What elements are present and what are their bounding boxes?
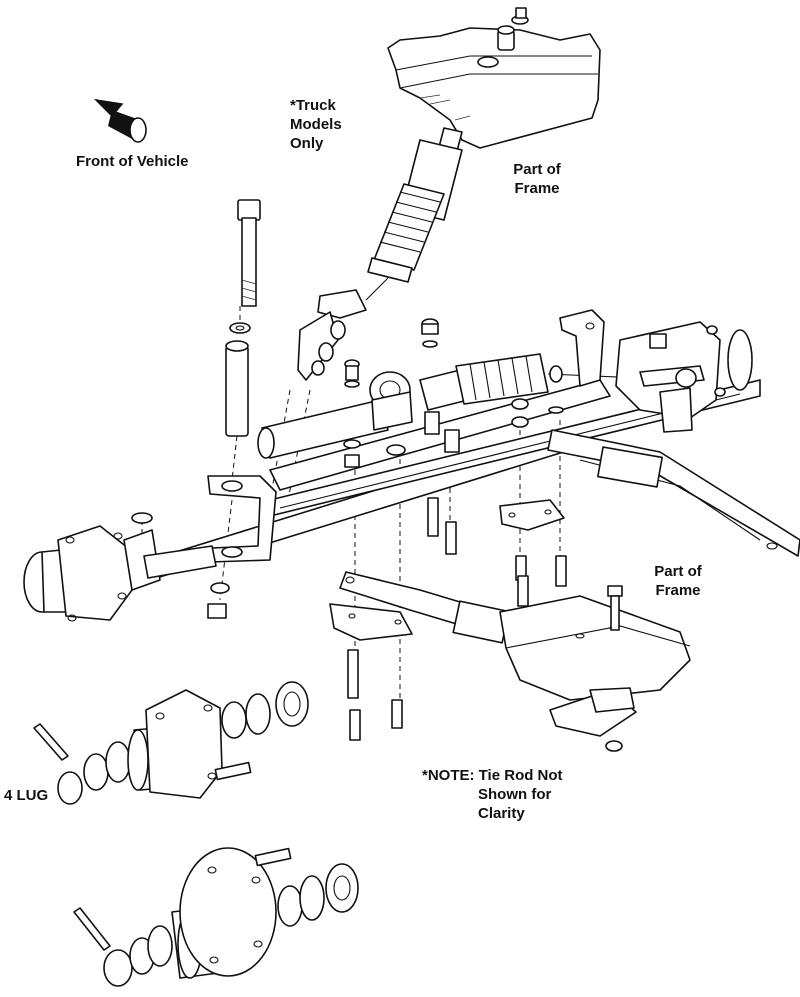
lower-frame-section xyxy=(499,595,691,752)
tie-rod-note-line-1: *NOTE: Tie Rod Not xyxy=(422,767,563,784)
part-of-frame-upper-label: Part of Frame xyxy=(505,160,569,198)
truck-models-line-2: Models xyxy=(290,116,342,133)
front-of-vehicle-label: Front of Vehicle xyxy=(76,153,189,170)
front-direction-arrow-icon xyxy=(93,98,147,143)
truck-models-line-1: *Truck xyxy=(290,97,336,114)
part-of-frame-lower-line-1: Part of xyxy=(654,563,702,580)
lower-leaf-spring xyxy=(329,571,521,644)
tie-rod-note-line-3: Clarity xyxy=(478,805,525,822)
right-spring-plate xyxy=(499,499,565,531)
four-lug-label: 4 LUG xyxy=(4,787,49,804)
part-of-frame-upper-line-2: Frame xyxy=(514,180,560,197)
part-of-frame-upper-line-1: Part of xyxy=(513,161,561,178)
king-pin-spacer-tube xyxy=(225,340,249,437)
right-leaf-spring xyxy=(547,429,800,557)
shock-absorber xyxy=(297,127,463,381)
truck-models-line-3: Only xyxy=(290,135,324,152)
right-spindle-assembly xyxy=(559,309,753,433)
tie-rod-note: *NOTE: Tie Rod Not Shown for Clarity xyxy=(422,766,563,823)
part-of-frame-lower-line-2: Frame xyxy=(655,582,701,599)
steering-gear xyxy=(257,353,641,459)
king-pin-washer-top xyxy=(229,322,251,334)
five-lug-hub-exploded xyxy=(73,847,359,987)
truck-models-label: *Truck Models Only xyxy=(290,96,342,153)
axle-king-pin-bracket xyxy=(207,475,277,563)
upper-frame-section xyxy=(387,27,601,149)
shock-top-bushing-stack xyxy=(497,7,529,51)
left-spindle-hub xyxy=(23,512,230,622)
tie-rod-note-line-2: Shown for xyxy=(478,786,552,803)
steering-mount-hardware xyxy=(343,318,564,468)
mounting-bolts xyxy=(347,497,623,741)
king-pin-bolt xyxy=(237,199,261,307)
four-lug-hub-exploded xyxy=(33,681,309,805)
part-of-frame-lower-label: Part of Frame xyxy=(646,562,710,600)
